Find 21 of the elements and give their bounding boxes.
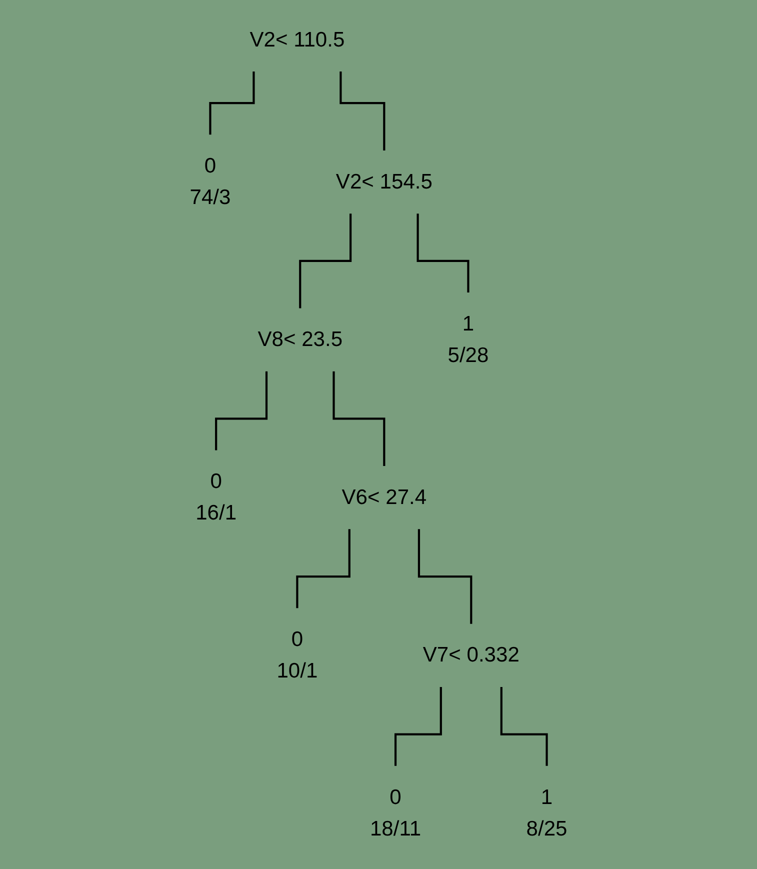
node-text: 0 18/11: [370, 786, 422, 841]
connector: [215, 371, 268, 452]
node-text: 1 5/28: [448, 312, 489, 368]
connector: [332, 371, 386, 468]
connector: [299, 214, 352, 310]
node-text: 0 10/1: [276, 628, 318, 683]
connector: [416, 214, 470, 294]
connector: [418, 529, 472, 625]
node-text: V2< 154.5: [336, 170, 432, 194]
connector: [500, 687, 548, 767]
connector: [394, 687, 442, 767]
node-text: 1 8/25: [526, 786, 568, 841]
node-text: V6< 27.4: [342, 486, 427, 510]
connector: [296, 529, 350, 610]
node-text: 0 74/3: [190, 154, 231, 210]
node-text: V8< 23.5: [258, 328, 343, 352]
node-text: V7< 0.332: [422, 644, 520, 668]
connector: [209, 72, 255, 136]
node-text: 0 16/1: [196, 470, 237, 525]
connector: [340, 72, 386, 152]
node-text: V2< 110.5: [250, 28, 345, 52]
